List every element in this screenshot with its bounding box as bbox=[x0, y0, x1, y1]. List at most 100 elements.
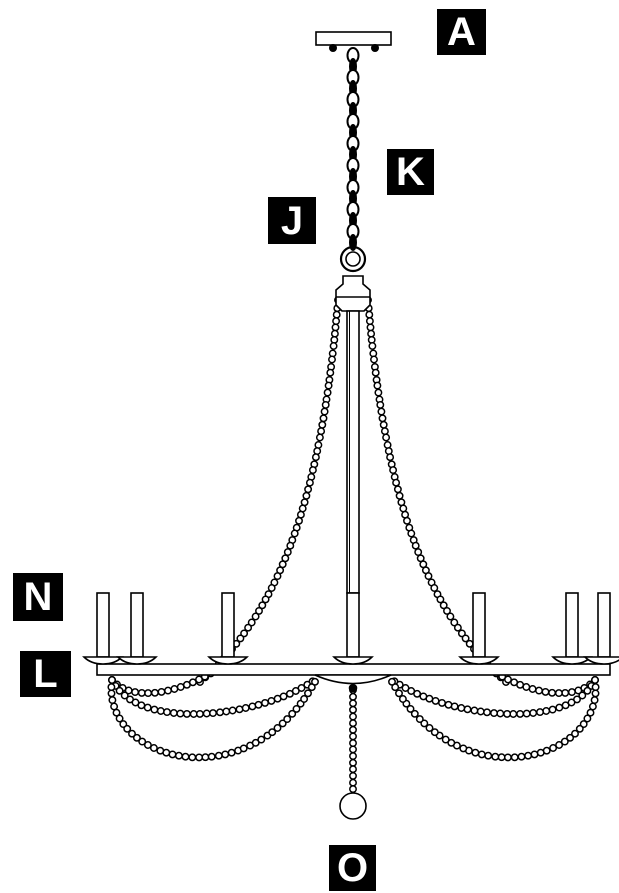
bead bbox=[447, 738, 456, 747]
bead bbox=[365, 317, 374, 326]
bead bbox=[188, 678, 197, 687]
bead bbox=[591, 676, 599, 684]
bead bbox=[108, 676, 116, 684]
ceiling-canopy bbox=[315, 31, 392, 46]
bead bbox=[324, 381, 333, 390]
bead bbox=[174, 751, 183, 760]
bead bbox=[283, 548, 292, 557]
bead bbox=[395, 491, 404, 500]
bead bbox=[529, 709, 538, 717]
bead bbox=[227, 748, 236, 757]
bead bbox=[244, 623, 253, 632]
bead bbox=[115, 686, 124, 695]
bead bbox=[530, 750, 539, 759]
bead bbox=[453, 623, 462, 632]
bead bbox=[401, 684, 410, 692]
bead bbox=[304, 485, 313, 494]
bead bbox=[330, 329, 339, 338]
bead bbox=[176, 683, 185, 691]
bead bbox=[535, 686, 543, 695]
bead bbox=[522, 709, 531, 718]
bead bbox=[463, 705, 472, 714]
bead bbox=[548, 705, 557, 714]
bead bbox=[315, 433, 324, 442]
bead bbox=[371, 368, 380, 377]
bead bbox=[349, 778, 357, 787]
bead bbox=[349, 745, 357, 754]
bead bbox=[591, 683, 600, 692]
bead bbox=[189, 710, 198, 718]
bead bbox=[228, 706, 237, 715]
bead bbox=[236, 634, 245, 643]
bead bbox=[278, 719, 287, 728]
hanging-chain bbox=[346, 47, 360, 251]
bead bbox=[542, 707, 551, 715]
bead bbox=[123, 724, 132, 733]
bead bbox=[195, 753, 204, 762]
canopy-screw-right bbox=[370, 43, 379, 52]
bead bbox=[415, 715, 424, 724]
bead bbox=[314, 441, 323, 449]
bead bbox=[298, 504, 307, 513]
bead bbox=[386, 453, 395, 462]
bead bbox=[349, 771, 357, 780]
bead bbox=[304, 689, 312, 698]
bead bbox=[107, 689, 116, 698]
bead bbox=[441, 735, 450, 744]
bead bbox=[128, 729, 136, 738]
bead bbox=[373, 381, 382, 390]
bead bbox=[419, 692, 428, 701]
center-bowl bbox=[314, 674, 392, 685]
bead bbox=[444, 700, 453, 709]
bead bbox=[583, 714, 592, 723]
bead bbox=[332, 317, 341, 326]
bead bbox=[251, 612, 260, 621]
bead bbox=[349, 732, 357, 741]
bead bbox=[368, 342, 377, 350]
bead bbox=[365, 310, 374, 319]
bead bbox=[319, 414, 328, 423]
bead bbox=[297, 684, 306, 692]
bead bbox=[108, 696, 117, 705]
bead bbox=[188, 753, 197, 762]
bead bbox=[292, 704, 301, 713]
bead bbox=[548, 688, 557, 697]
bead bbox=[349, 765, 357, 774]
bead bbox=[446, 612, 455, 621]
bead bbox=[239, 744, 248, 753]
bead bbox=[267, 584, 276, 592]
bead bbox=[459, 744, 468, 753]
bead bbox=[137, 688, 146, 697]
bead bbox=[138, 737, 147, 746]
bead bbox=[247, 618, 256, 627]
bead bbox=[439, 601, 448, 610]
bead bbox=[157, 687, 166, 696]
bead bbox=[399, 504, 408, 513]
candle bbox=[207, 592, 249, 665]
bead bbox=[378, 414, 387, 423]
bead bbox=[329, 342, 338, 350]
bead bbox=[443, 606, 451, 615]
bead bbox=[349, 692, 357, 701]
bead bbox=[332, 310, 341, 319]
candle bbox=[551, 592, 593, 665]
bead bbox=[156, 707, 165, 715]
bead bbox=[555, 741, 564, 749]
bead bbox=[555, 703, 564, 712]
bead bbox=[457, 629, 466, 638]
bead bbox=[522, 683, 531, 691]
candles bbox=[82, 592, 619, 665]
label-l: L bbox=[20, 651, 71, 697]
chandelier-fixture bbox=[96, 31, 611, 820]
bead bbox=[379, 420, 388, 429]
bead bbox=[517, 752, 526, 761]
bead bbox=[163, 708, 171, 717]
bead-strands bbox=[107, 296, 600, 794]
bead bbox=[349, 752, 357, 761]
bead bbox=[389, 466, 398, 475]
bead bbox=[549, 744, 558, 752]
bead bbox=[541, 687, 550, 696]
bead bbox=[349, 719, 357, 728]
bead bbox=[181, 752, 190, 761]
